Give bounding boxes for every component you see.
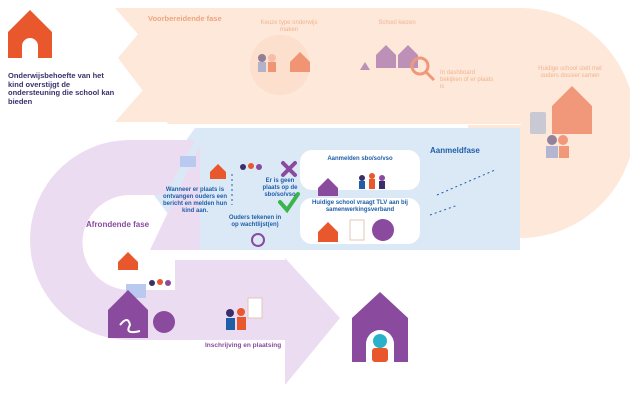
school-icon bbox=[318, 178, 338, 196]
step-enrollment: Inschrijving en plaatsing bbox=[205, 342, 282, 349]
step-choose-school: School kiezen bbox=[378, 20, 416, 26]
child-icon bbox=[352, 292, 408, 362]
check-icon bbox=[278, 192, 300, 214]
school-icon bbox=[8, 10, 52, 58]
step-no-place: Er is geen plaats op de sbo/so/vso bbox=[262, 178, 298, 198]
step-tlv: Huidige school vraagt TLV aan bij samenw… bbox=[312, 200, 408, 213]
signature-icon bbox=[119, 319, 141, 334]
step-aanmelden: Aanmelden sbo/so/vso bbox=[327, 156, 393, 162]
final-phase-band bbox=[150, 145, 200, 250]
step-dossier: Huidige school stelt met ouders dossier … bbox=[538, 66, 602, 79]
type-onderwijs-circle bbox=[250, 35, 310, 95]
cross-icon bbox=[281, 161, 297, 177]
registration-phase-title: Aanmeldfase bbox=[430, 146, 480, 155]
step-waitlist: Ouders tekenen in op wachtlijst(en) bbox=[228, 215, 282, 228]
step-place-available: Wanneer er plaats is ontvangen ouders ee… bbox=[162, 187, 227, 214]
step-choose-type: Keuze type onderwijs maken bbox=[260, 20, 318, 33]
intro-text: Onderwijsbehoefte van het kind overstijg… bbox=[8, 71, 115, 106]
preparatory-phase-title: Voorbereidende fase bbox=[148, 14, 222, 23]
envelope-icon bbox=[180, 156, 196, 167]
final-phase-title: Afrondende fase bbox=[86, 220, 150, 229]
document-icon bbox=[349, 219, 365, 241]
clock-icon bbox=[251, 233, 265, 247]
step-dashboard: In dashboard bekijken of er plaats is bbox=[440, 70, 494, 90]
swv-stamp-icon bbox=[372, 219, 394, 241]
